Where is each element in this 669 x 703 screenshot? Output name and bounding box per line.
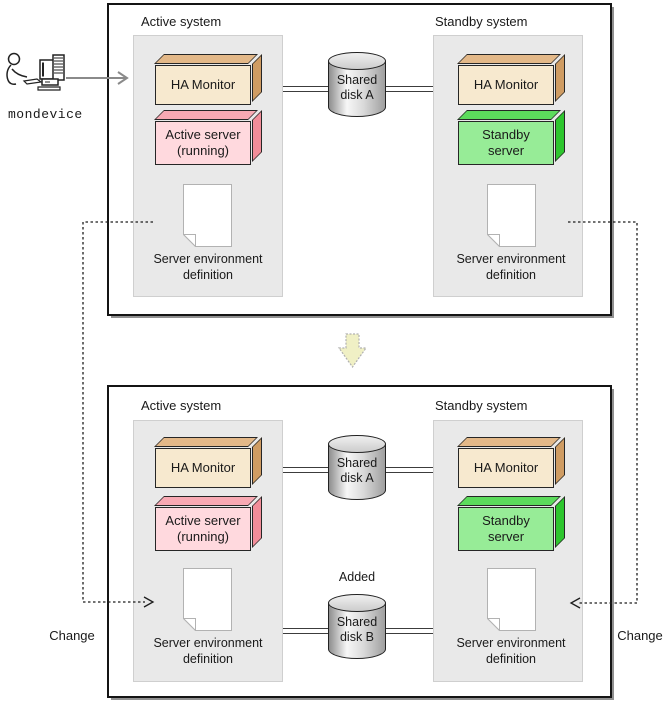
- caption-line: Server environment: [456, 636, 566, 650]
- before-active-system-title: Active system: [141, 14, 222, 29]
- before-active-server: Active server (running): [155, 121, 251, 165]
- disk-label-line: disk B: [339, 630, 375, 644]
- caption-line: definition: [485, 652, 537, 666]
- after-active-system-title: Active system: [141, 398, 222, 413]
- caption-line: Server environment: [153, 636, 263, 650]
- box-label: (running): [176, 529, 230, 544]
- after-disk-a-link-left: [283, 467, 329, 473]
- box-label: Standby: [482, 513, 530, 528]
- before-standby-definition-document-icon: [487, 184, 536, 247]
- disk-label: Shared disk A: [320, 73, 394, 103]
- after-disk-b-link-right: [385, 628, 433, 634]
- before-standby-server: Standby server: [458, 121, 554, 165]
- disk-label: Shared disk A: [320, 456, 394, 486]
- box-label: server: [487, 529, 525, 544]
- before-standby-definition-caption: Server environment definition: [441, 251, 581, 283]
- caption-line: definition: [182, 652, 234, 666]
- box-label: HA Monitor: [170, 460, 236, 475]
- box-label: (running): [176, 143, 230, 158]
- after-standby-definition-caption: Server environment definition: [441, 635, 581, 667]
- after-standby-system-title: Standby system: [435, 398, 528, 413]
- device-label: mondevice: [8, 107, 83, 122]
- disk-cylinder-top: [328, 52, 386, 70]
- after-standby-server: Standby server: [458, 507, 554, 551]
- user-workstation-icon: [4, 50, 66, 98]
- caption-line: definition: [485, 268, 537, 282]
- before-shared-disk-a: Shared disk A: [328, 52, 386, 117]
- disk-cylinder-body: [328, 603, 386, 659]
- before-active-definition-caption: Server environment definition: [138, 251, 278, 283]
- after-standby-definition-document-icon: [487, 568, 536, 631]
- before-standby-ha-monitor: HA Monitor: [458, 65, 554, 105]
- box-label: server: [487, 143, 525, 158]
- before-disk-link-right: [385, 86, 433, 92]
- disk-label-line: disk A: [340, 471, 374, 485]
- after-standby-ha-monitor: HA Monitor: [458, 448, 554, 488]
- disk-cylinder-top: [328, 435, 386, 453]
- box-label: Standby: [482, 127, 530, 142]
- before-disk-link-left: [283, 86, 329, 92]
- after-active-server: Active server (running): [155, 507, 251, 551]
- after-disk-a-link-right: [385, 467, 433, 473]
- caption-line: definition: [182, 268, 234, 282]
- caption-line: Server environment: [456, 252, 566, 266]
- box-label: HA Monitor: [473, 77, 539, 92]
- box-label: Active server: [165, 513, 241, 528]
- after-active-definition-document-icon: [183, 568, 232, 631]
- before-active-definition-document-icon: [183, 184, 232, 247]
- caption-line: Server environment: [153, 252, 263, 266]
- disk-label: Shared disk B: [320, 615, 394, 645]
- box-label: HA Monitor: [473, 460, 539, 475]
- disk-cylinder-top: [328, 594, 386, 612]
- after-shared-disk-b: Shared disk B: [328, 594, 386, 659]
- change-label-left: Change: [49, 628, 95, 643]
- disk-cylinder-body: [328, 61, 386, 117]
- disk-cylinder-body: [328, 444, 386, 500]
- added-label: Added: [338, 570, 376, 584]
- after-active-definition-caption: Server environment definition: [138, 635, 278, 667]
- box-label: HA Monitor: [170, 77, 236, 92]
- disk-label-line: Shared: [336, 73, 378, 87]
- after-disk-b-link-left: [283, 628, 329, 634]
- after-active-ha-monitor: HA Monitor: [155, 448, 251, 488]
- disk-label-line: Shared: [336, 456, 378, 470]
- box-label: Active server: [165, 127, 241, 142]
- disk-label-line: disk A: [340, 88, 374, 102]
- after-shared-disk-a: Shared disk A: [328, 435, 386, 500]
- before-active-ha-monitor: HA Monitor: [155, 65, 251, 105]
- before-standby-system-title: Standby system: [435, 14, 528, 29]
- change-label-right: Change: [617, 628, 663, 643]
- down-arrow-icon: [337, 333, 368, 369]
- disk-label-line: Shared: [336, 615, 378, 629]
